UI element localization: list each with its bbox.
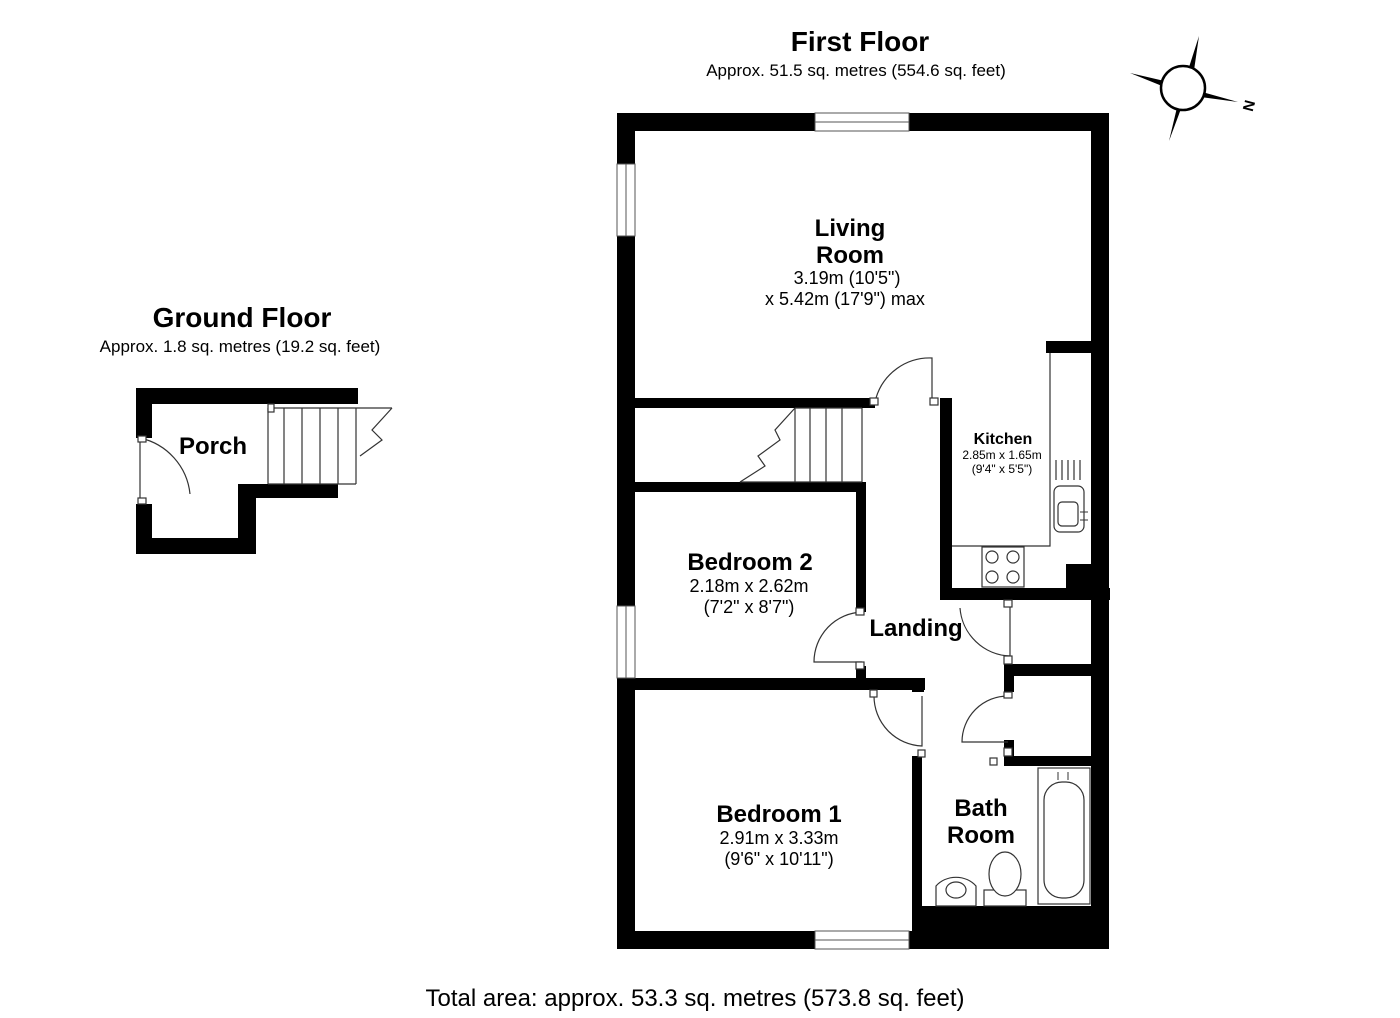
compass-rose-icon: N [1130,36,1259,141]
bedroom2-label: Bedroom 2 [687,549,812,576]
bathroom-label-2: Room [947,822,1015,849]
staircase [739,407,863,483]
bathroom-label-1: Bath [954,795,1007,822]
landing-label: Landing [869,615,962,642]
living-room-dim-1: 3.19m (10'5") [794,268,901,288]
windows [616,112,910,950]
living-room-dim-2: x 5.42m (17'9") max [765,289,925,309]
bedroom2-dim-2: (7'2" x 8'7") [704,597,795,617]
doors [813,357,1013,766]
porch-plan [136,388,393,554]
kitchen-fittings [952,353,1088,588]
kitchen-dim-2: (9'4" x 5'5") [972,462,1032,476]
bedroom1-dim-2: (9'6" x 10'11") [724,849,833,869]
bedroom2-dim-1: 2.18m x 2.62m [689,576,808,596]
ground-floor-title: Ground Floor [153,302,332,333]
bedroom1-label: Bedroom 1 [716,801,841,828]
first-floor-walls [617,113,1110,949]
total-area: Total area: approx. 53.3 sq. metres (573… [426,985,965,1012]
bedroom1-dim-1: 2.91m x 3.33m [719,828,838,848]
compass-north-label: N [1240,98,1259,113]
kitchen-label: Kitchen [974,431,1033,448]
first-floor-title: First Floor [791,26,930,57]
first-floor-area: Approx. 51.5 sq. metres (554.6 sq. feet) [706,61,1006,80]
living-room-label-1: Living [815,215,886,242]
bathroom-fittings [935,767,1091,907]
kitchen-dim-1: 2.85m x 1.65m [962,448,1041,462]
living-room-label-2: Room [816,242,884,269]
porch-label: Porch [179,433,247,460]
ground-floor-area: Approx. 1.8 sq. metres (19.2 sq. feet) [100,337,381,356]
